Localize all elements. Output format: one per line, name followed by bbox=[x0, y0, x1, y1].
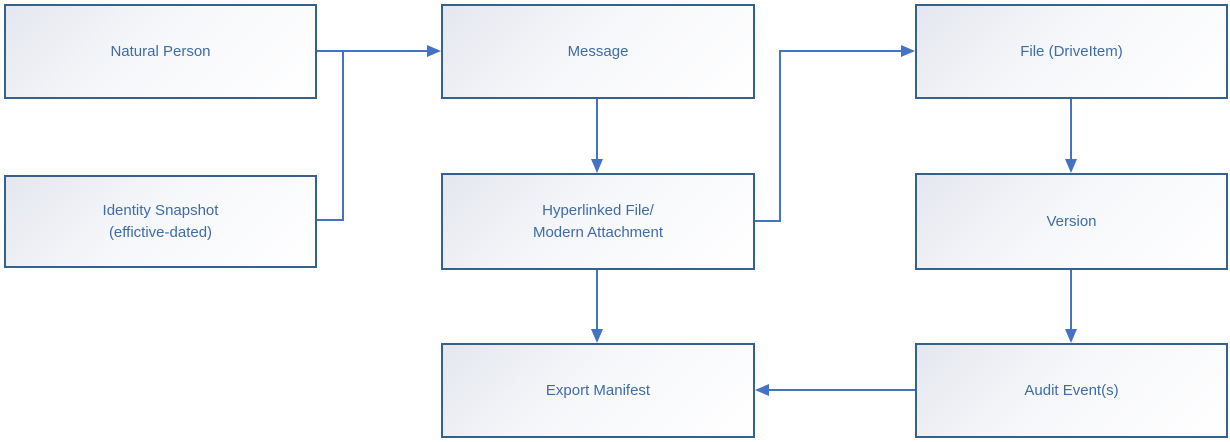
node-hyperlinked-file: Hyperlinked File/ Modern Attachment bbox=[441, 173, 755, 270]
node-file-driveitem: File (DriveItem) bbox=[915, 4, 1228, 99]
node-identity-snapshot: Identity Snapshot (effictive-dated) bbox=[4, 175, 317, 268]
node-natural-person: Natural Person bbox=[4, 4, 317, 99]
node-identity-snapshot-label: Identity Snapshot (effictive-dated) bbox=[102, 201, 219, 241]
node-message-label: Message bbox=[567, 42, 629, 60]
node-natural-person-label: Natural Person bbox=[110, 42, 211, 60]
node-file-driveitem-label: File (DriveItem) bbox=[1020, 42, 1123, 60]
connector-identity-snapshot-join bbox=[316, 51, 344, 221]
node-export-manifest-label: Export Manifest bbox=[545, 381, 651, 399]
node-hyperlinked-file-label: Hyperlinked File/ Modern Attachment bbox=[532, 201, 664, 241]
node-message: Message bbox=[441, 4, 755, 99]
node-version-label: Version bbox=[1046, 212, 1097, 230]
node-audit-events: Audit Event(s) bbox=[915, 343, 1228, 438]
node-audit-events-label: Audit Event(s) bbox=[1024, 381, 1119, 399]
node-version: Version bbox=[915, 173, 1228, 270]
connector-hyperlinked-file-to-file-driveitem bbox=[754, 45, 915, 222]
node-export-manifest: Export Manifest bbox=[441, 343, 755, 438]
